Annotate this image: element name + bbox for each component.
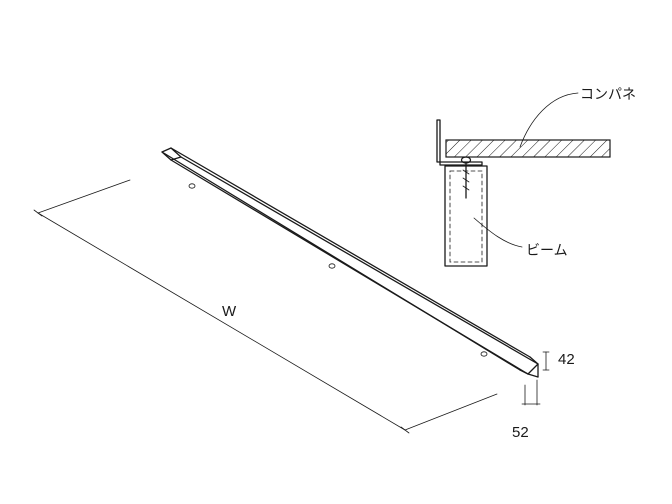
width-dimension [33,179,498,434]
screw [460,156,472,199]
height-dimension [542,351,550,371]
beam-label: ビーム [526,243,568,259]
screw-holes [188,183,488,357]
panel-section [445,139,611,158]
screw-hole [188,183,196,189]
panel-label: コンパネ [580,87,636,103]
height-label: 42 [558,351,575,368]
depth-label: 52 [512,424,529,441]
angle-rail [161,147,539,378]
screw-hole [328,263,336,269]
width-label: W [222,303,237,320]
depth-dimension [521,379,541,406]
screw-hole [480,351,488,357]
cross-section-detail [436,92,611,267]
